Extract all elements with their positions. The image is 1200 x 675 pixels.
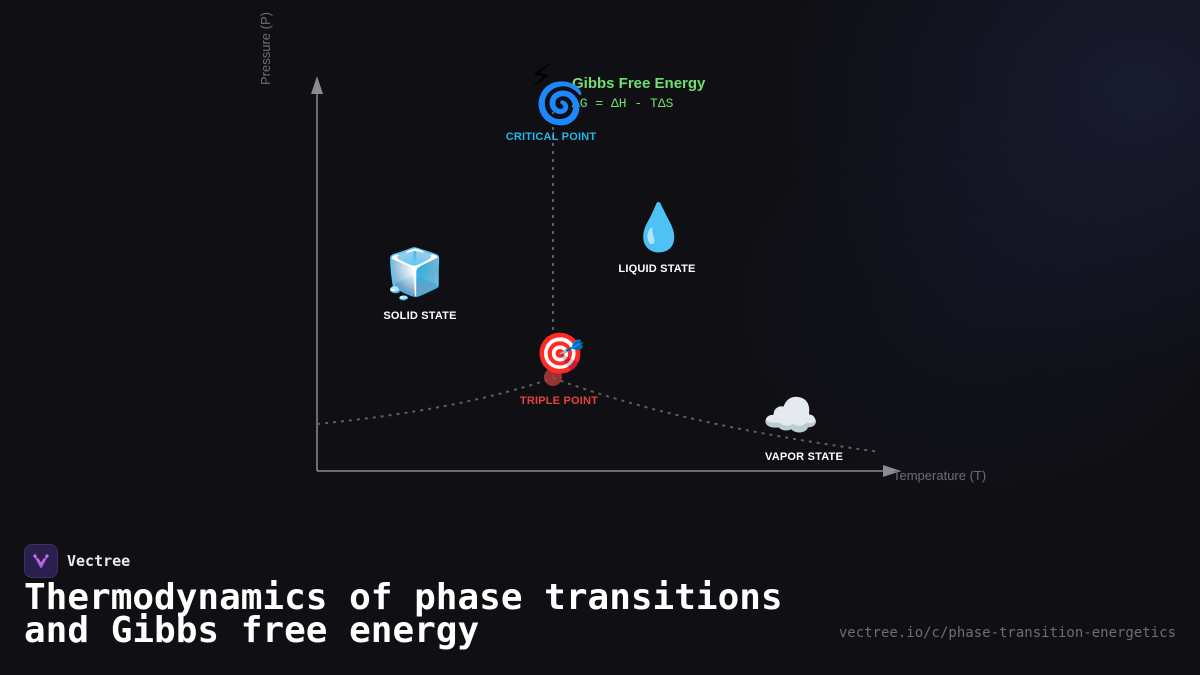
vapor-state-label: VAPOR STATE	[765, 451, 843, 463]
cloud-icon: ☁️	[762, 388, 820, 442]
vaporization-curve	[552, 377, 881, 453]
gibbs-equation: ΔG = ΔH - TΔS	[572, 96, 674, 111]
solid-state-label: SOLID STATE	[383, 310, 457, 322]
sublimation-curve	[316, 377, 554, 425]
critical-point-label: CRITICAL POINT	[505, 131, 597, 143]
triple-point-label: TRIPLE POINT	[519, 395, 599, 407]
title-line-2: and Gibbs free energy	[24, 610, 480, 651]
liquid-state-label: LIQUID STATE	[618, 263, 696, 275]
lightning-icon: ⚡	[530, 57, 553, 95]
vectree-logo-icon	[24, 544, 58, 578]
page-title: Thermodynamics of phase transitions and …	[24, 577, 824, 651]
droplet-icon: 💧	[630, 200, 688, 254]
brand: Vectree	[24, 544, 130, 578]
x-axis-arrow	[883, 465, 901, 477]
triple-point-dot	[544, 368, 562, 386]
target-icon: 🎯	[535, 331, 585, 377]
brand-name: Vectree	[67, 552, 131, 570]
y-axis-arrow	[311, 76, 323, 94]
cyclone-icon: 🌀	[535, 81, 585, 127]
source-url[interactable]: vectree.io/c/phase-transition-energetics	[838, 625, 1176, 641]
x-axis-label: Temperature (T)	[893, 468, 986, 483]
gibbs-title: Gibbs Free Energy	[572, 75, 706, 92]
y-axis-label: Pressure (P)	[258, 12, 273, 85]
ice-cube-icon: 🧊	[385, 246, 445, 302]
title-line-1: Thermodynamics of phase transitions	[24, 577, 783, 618]
